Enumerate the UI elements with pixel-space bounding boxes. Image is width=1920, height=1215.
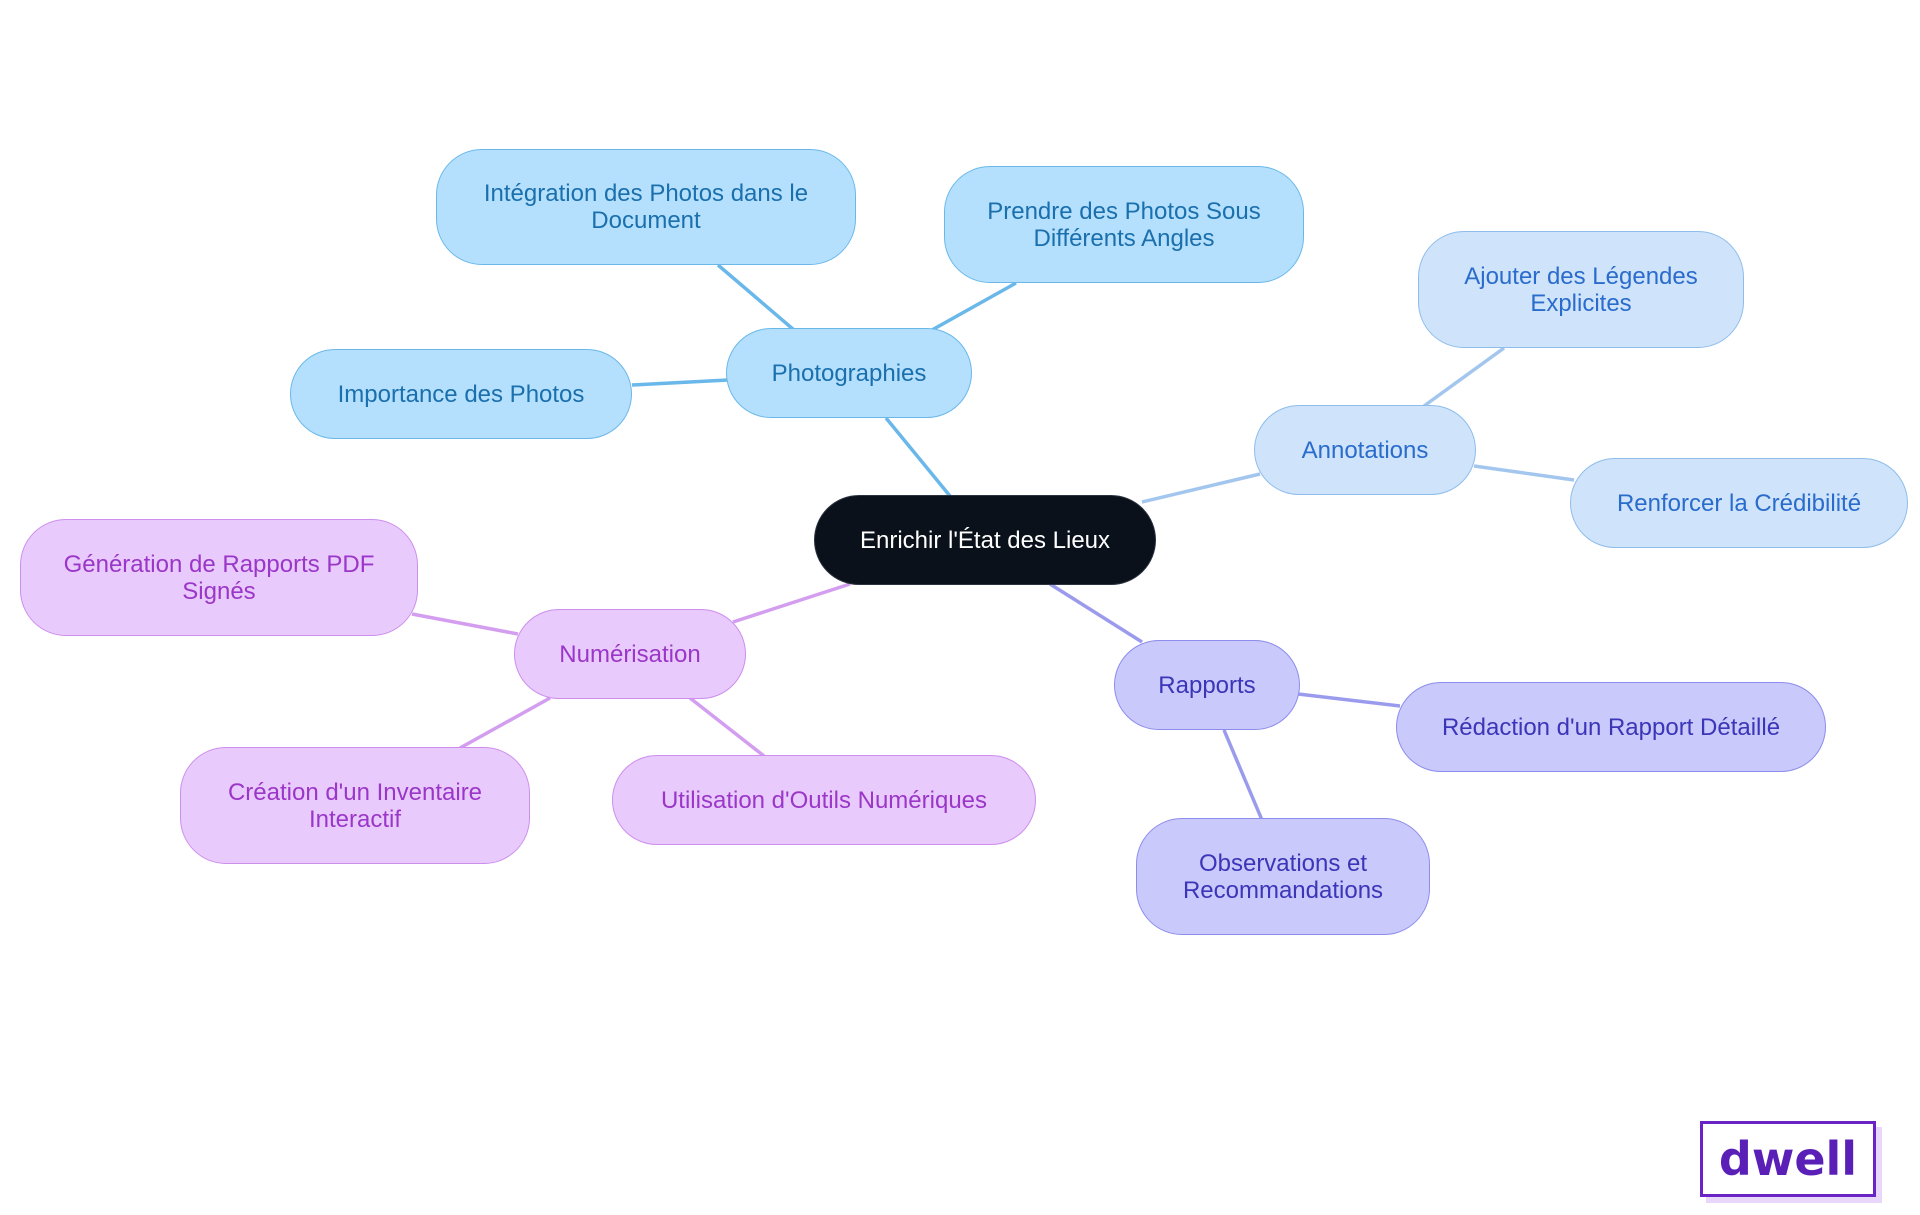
edge-photographies-angles	[931, 281, 1017, 332]
edge-annotations-legendes	[1422, 346, 1506, 408]
edge-numerisation-pdf	[411, 612, 519, 636]
leaf-node-integration-photos: Intégration des Photos dans le Document	[436, 149, 856, 265]
edge-numerisation-inventaire	[459, 696, 551, 750]
edge-rapports-observations	[1222, 729, 1264, 821]
leaf-label: Intégration des Photos dans le Document	[483, 180, 809, 234]
mindmap-root-node: Enrichir l'État des Lieux	[814, 495, 1156, 585]
leaf-node-redaction-rapport: Rédaction d'un Rapport Détaillé	[1396, 682, 1826, 772]
edge-rapports-redaction	[1297, 692, 1401, 708]
leaf-node-legendes-explicites: Ajouter des Légendes Explicites	[1418, 231, 1744, 348]
leaf-node-rapports-pdf: Génération de Rapports PDF Signés	[20, 519, 418, 636]
dwell-logo: dwell	[1700, 1121, 1876, 1197]
leaf-node-inventaire-interactif: Création d'un Inventaire Interactif	[180, 747, 530, 864]
edge-root-photographies	[884, 416, 952, 498]
leaf-label: Prendre des Photos Sous Différents Angle…	[987, 197, 1261, 252]
leaf-node-photos-angles: Prendre des Photos Sous Différents Angle…	[944, 166, 1304, 283]
leaf-label: Importance des Photos	[337, 380, 585, 408]
branch-node-numerisation: Numérisation	[514, 609, 746, 699]
leaf-node-outils-numeriques: Utilisation d'Outils Numériques	[612, 755, 1036, 845]
edge-root-annotations	[1141, 472, 1261, 504]
leaf-label: Création d'un Inventaire Interactif	[227, 778, 483, 833]
branch-label: Numérisation	[559, 640, 701, 668]
edge-annotations-credibilite	[1473, 464, 1575, 482]
leaf-label: Ajouter des Légendes Explicites	[1464, 262, 1698, 317]
branch-label: Rapports	[1158, 671, 1256, 699]
leaf-node-observations: Observations et Recommandations	[1136, 818, 1430, 935]
logo-text: dwell	[1718, 1132, 1858, 1186]
leaf-label: Utilisation d'Outils Numériques	[660, 786, 988, 814]
leaf-node-renforcer-credibilite: Renforcer la Crédibilité	[1570, 458, 1908, 548]
edge-root-rapports	[1049, 582, 1143, 644]
branch-label: Annotations	[1301, 436, 1429, 464]
leaf-label: Observations et Recommandations	[1182, 849, 1384, 904]
leaf-label: Renforcer la Crédibilité	[1616, 489, 1862, 517]
edge-root-numerisation	[732, 582, 851, 624]
branch-label: Photographies	[771, 359, 927, 387]
edge-numerisation-outils	[688, 696, 766, 758]
root-label: Enrichir l'État des Lieux	[859, 526, 1111, 554]
leaf-label: Rédaction d'un Rapport Détaillé	[1441, 713, 1781, 741]
leaf-label: Génération de Rapports PDF Signés	[63, 550, 375, 605]
branch-node-photographies: Photographies	[726, 328, 972, 418]
branch-node-rapports: Rapports	[1114, 640, 1300, 730]
edge-photographies-integration	[716, 263, 796, 332]
leaf-node-importance-photos: Importance des Photos	[290, 349, 632, 439]
edge-photographies-importance	[631, 378, 729, 387]
branch-node-annotations: Annotations	[1254, 405, 1476, 495]
